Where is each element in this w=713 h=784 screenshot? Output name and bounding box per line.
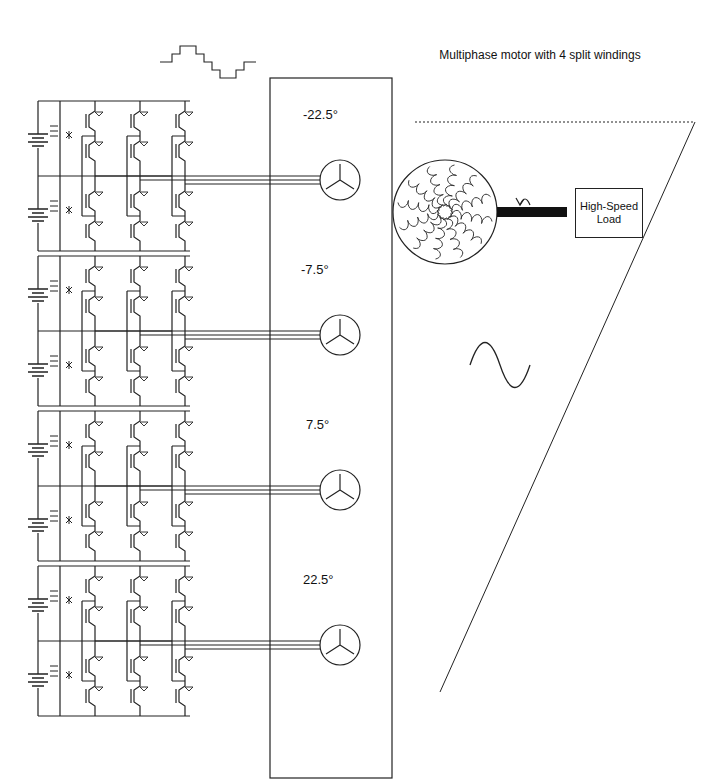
load-box: High-Speed Load [575, 188, 643, 238]
coil-winding [451, 194, 491, 214]
phase-angle: -22.5° [303, 108, 338, 123]
motor-title: Multiphase motor with 4 split windings [435, 48, 645, 64]
phase-angle: 22.5° [303, 573, 334, 588]
coil-winding [413, 214, 441, 248]
phase-angle: -7.5° [301, 263, 329, 278]
coil-winding [447, 216, 481, 244]
coil-winding [449, 176, 477, 210]
coil-winding [409, 180, 443, 208]
load-label: High-Speed Load [576, 200, 642, 226]
phase-angle: 7.5° [306, 418, 329, 433]
